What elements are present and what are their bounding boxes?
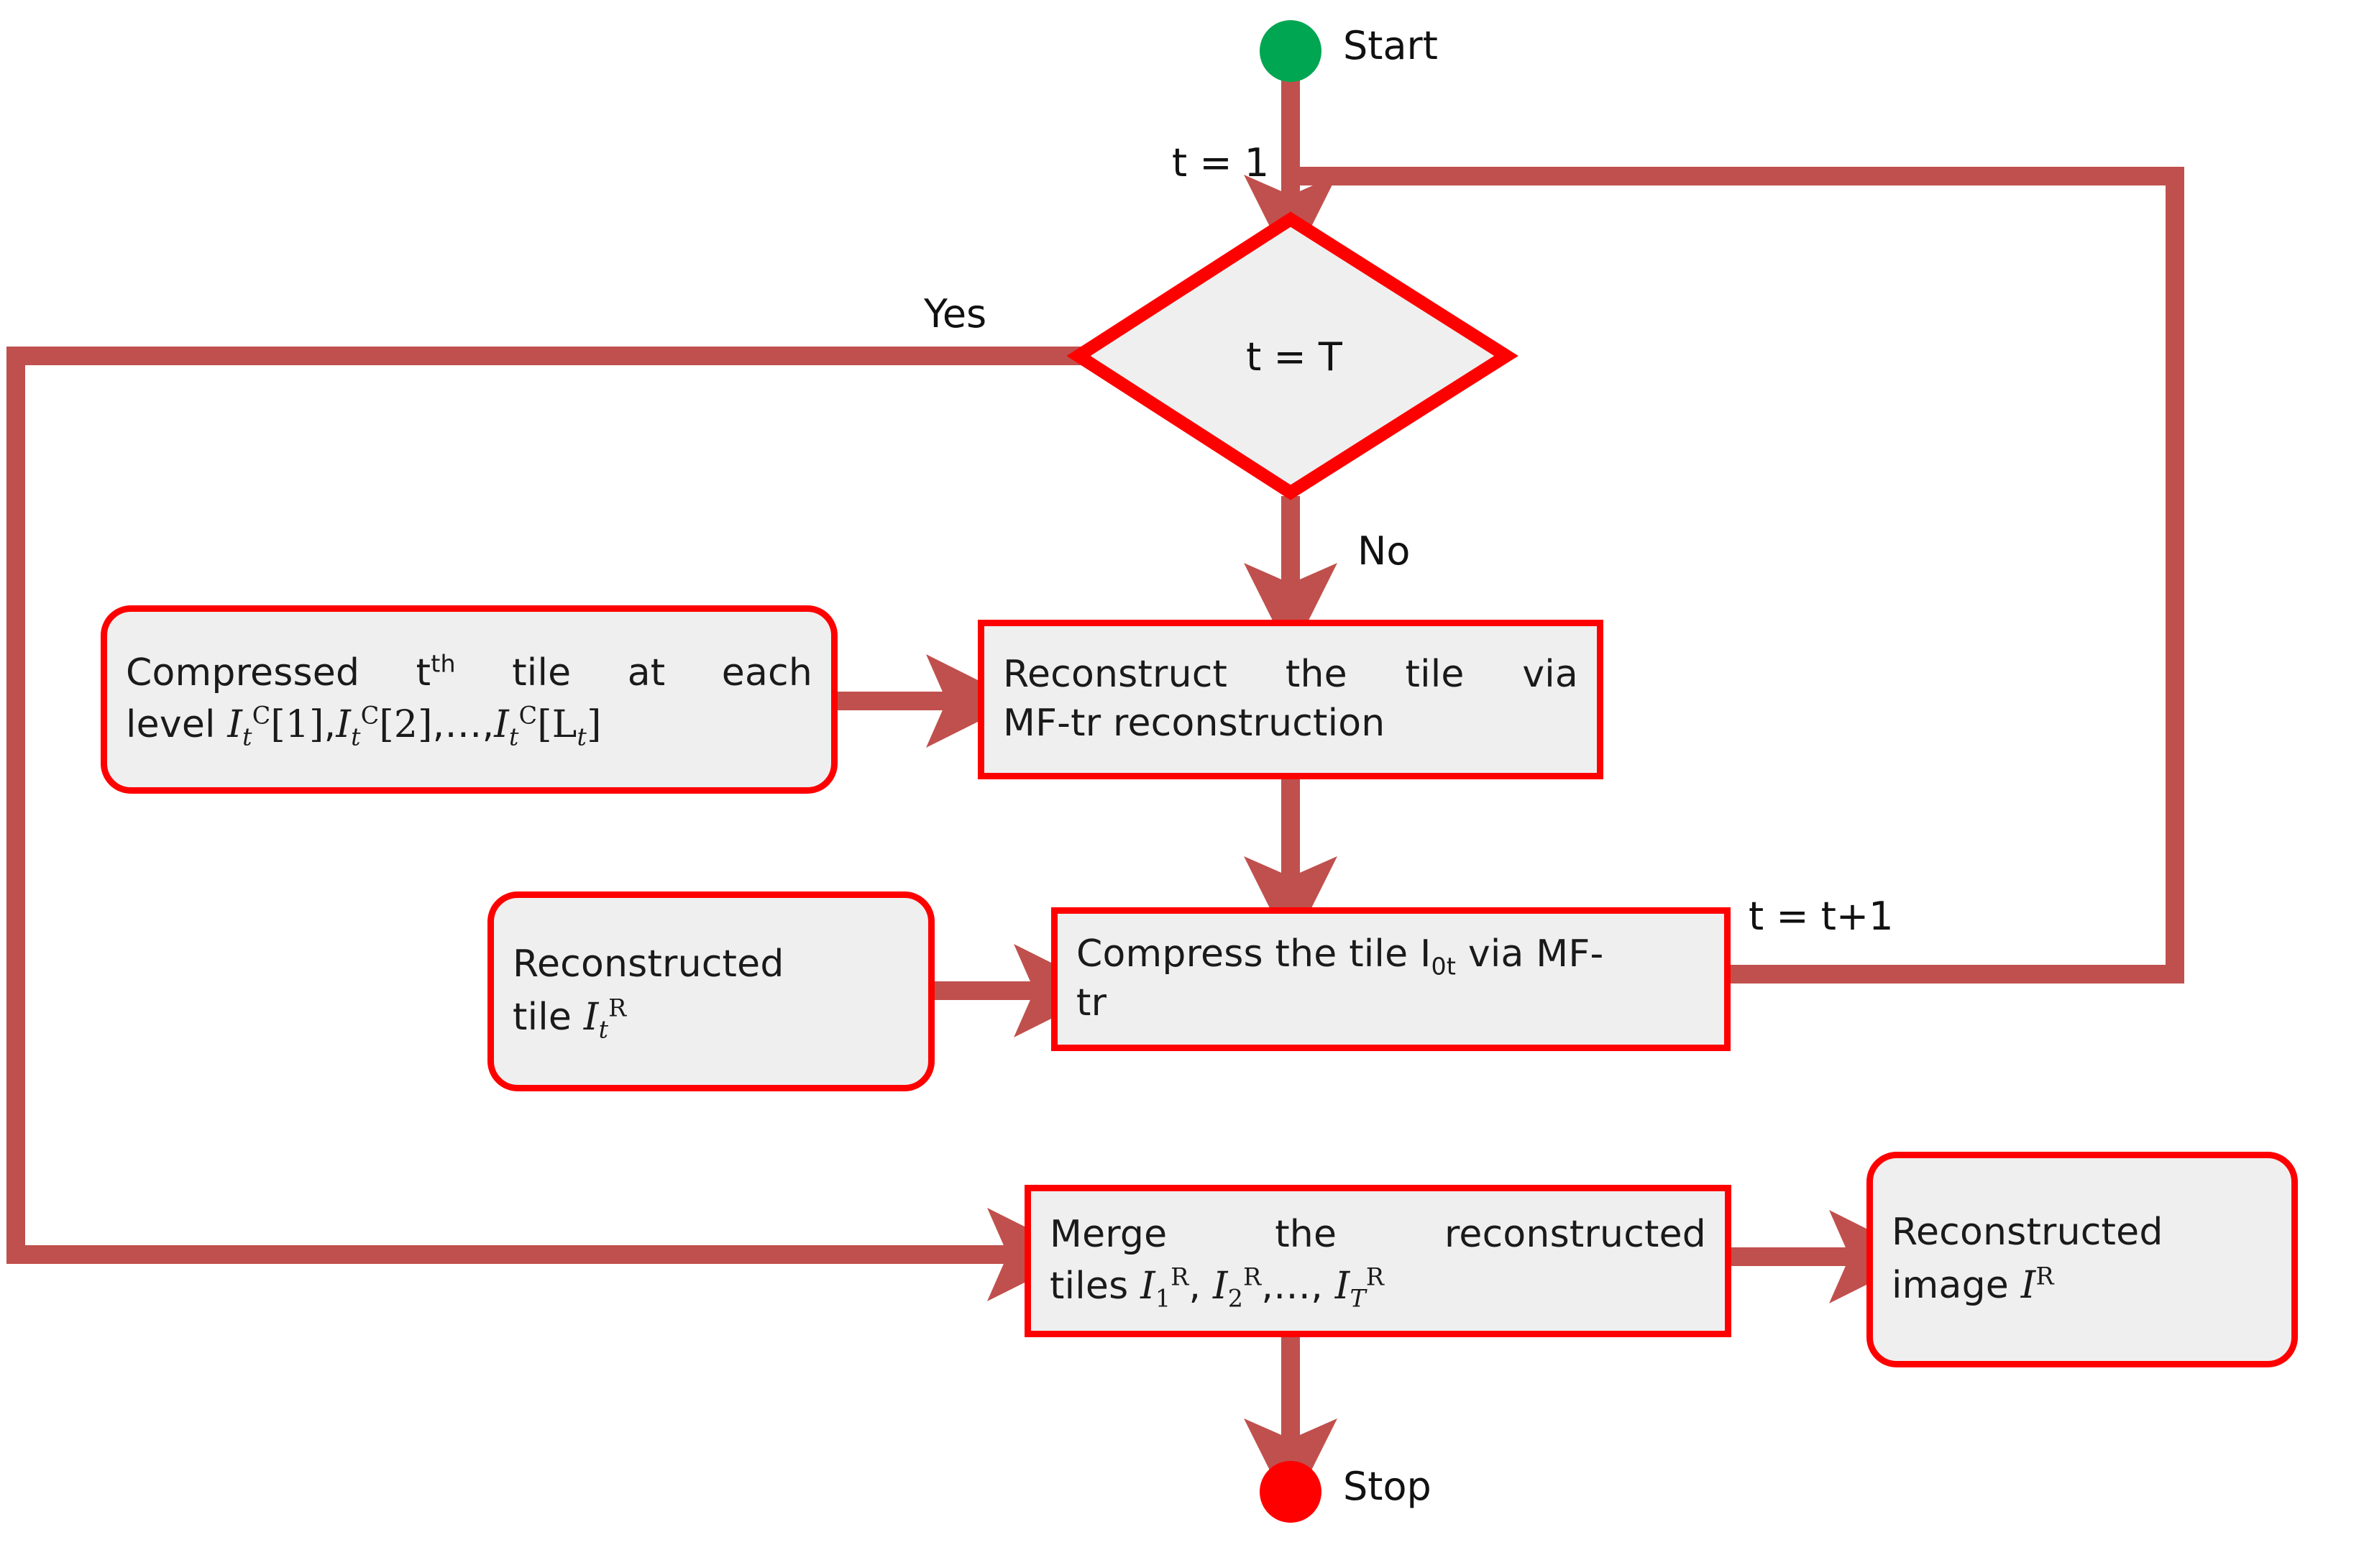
edge-label-no: No [1357,528,1411,574]
edge-label-init: t = 1 [1172,140,1270,185]
math-idx1: [1] [270,703,324,746]
math-I-rt: I [583,996,599,1039]
math-sup-C-2: C [360,701,380,730]
connector-decision-yes-to-merge [6,347,1093,1301]
merge-line1: Merge the reconstructed [1050,1213,1706,1257]
math-sub-rt: t [598,1015,609,1044]
merge-math-2: I2R [1212,1262,1262,1311]
math-sup-m1: R [1170,1262,1189,1291]
merge-math-1: I1R [1140,1262,1189,1311]
math-I-3: I [494,703,510,746]
math-idxL-sub: t [577,723,587,751]
merge-math-3: ITR [1334,1262,1385,1311]
math-I-ri: I [2020,1264,2036,1307]
math-sub-m3: T [1350,1284,1366,1313]
reconstructed-image-math: IR [2021,1264,2054,1307]
reconstructed-image-line1: Reconstructed [1892,1211,2163,1255]
reconstructed-tile-line1: Reconstructed [513,943,784,986]
compress-line1: Compress the tile I0t via MF- [1076,930,1705,979]
math-comma-1: , [324,703,336,746]
math-sup-C-3: C [518,701,538,730]
math-sub-t-1: t [242,723,252,751]
reconstructed-tile-line2-pre: tile [513,996,584,1039]
node-merge-tiles[interactable]: Merge the reconstructed tiles I1R, I2R,…… [1025,1185,1731,1337]
node-reconstructed-tile-text: Reconstructed tile ItR [494,940,928,1042]
reconstructed-tile-math: ItR [583,994,627,1042]
math-comma-3: , [482,703,495,746]
node-reconstructed-tile[interactable]: Reconstructed tile ItR [487,891,935,1091]
merge-line2-pre: tiles [1050,1265,1141,1308]
math-idxL-close: ] [587,703,602,746]
edge-label-yes: Yes [924,291,987,336]
decision-text: t = T [1246,334,1342,380]
merge-ellipsis: ,…, [1261,1265,1335,1308]
node-reconstruct-tile[interactable]: Reconstruct the tile via MF-tr reconstru… [978,620,1603,779]
node-compress-tile[interactable]: Compress the tile I0t via MF- tr [1051,907,1731,1051]
reconstructed-image-line2-pre: image [1892,1264,2021,1307]
compress-line1-post: via MF- [1456,932,1604,976]
stop-label: Stop [1343,1464,1431,1509]
start-label: Start [1343,23,1438,68]
edge-label-increment: t = t+1 [1749,894,1894,939]
math-sub-m2: 2 [1227,1284,1244,1313]
compressed-line2-pre: level [126,703,228,746]
node-merge-tiles-text: Merge the reconstructed tiles I1R, I2R,…… [1031,1211,1725,1311]
math-idx2: [2] [379,703,433,746]
math-sub-t-2: t [351,723,361,751]
node-compress-tile-text: Compress the tile I0t via MF- tr [1058,930,1724,1027]
math-I-m3: I [1334,1265,1350,1308]
compressed-math-1: ItC[1] [227,701,324,749]
compressed-line1-sup: th [431,650,456,679]
math-idxL: [L [537,703,577,746]
math-I-m2: I [1212,1265,1228,1308]
math-ellipsis: … [444,703,482,746]
math-sup-rt: R [608,994,627,1022]
math-comma-2: , [432,703,445,746]
merge-comma-1: , [1188,1265,1213,1308]
start-node-dot[interactable] [1260,20,1321,82]
compressed-math-3: ItC[Lt] [494,701,602,749]
compress-line1-sub: 0t [1431,952,1457,981]
compressed-math-2: ItC[2] [336,701,433,749]
math-sup-m2: R [1243,1262,1262,1291]
math-I-2: I [336,703,352,746]
compress-line1-pre: Compress the tile I [1076,932,1431,976]
compress-line2: tr [1076,981,1107,1024]
node-reconstruct-tile-text: Reconstruct the tile via MF-tr reconstru… [984,651,1597,748]
math-I-m1: I [1140,1265,1155,1308]
reconstruct-line2: MF-tr reconstruction [1003,702,1385,745]
reconstruct-line1: Reconstruct the tile via [1003,653,1578,697]
connector-compress-loop-back [1300,167,2184,984]
stop-node-dot[interactable] [1260,1461,1321,1523]
math-I-1: I [227,703,243,746]
math-sup-C-1: C [252,701,271,730]
node-reconstructed-image[interactable]: Reconstructed image IR [1866,1152,2298,1367]
compressed-line1-pre: Compressed t [126,651,431,695]
math-sub-m1: 1 [1155,1284,1171,1313]
math-sub-t-3: t [509,723,519,751]
math-sup-m3: R [1365,1262,1385,1291]
node-compressed-tile-text: Compressed tth tile at each level ItC[1]… [107,649,831,749]
node-reconstructed-image-text: Reconstructed image IR [1873,1209,2291,1310]
node-compressed-tile[interactable]: Compressed tth tile at each level ItC[1]… [101,605,838,794]
math-sup-ri: R [2035,1262,2054,1290]
compressed-line1-post: tile at each [455,651,813,695]
